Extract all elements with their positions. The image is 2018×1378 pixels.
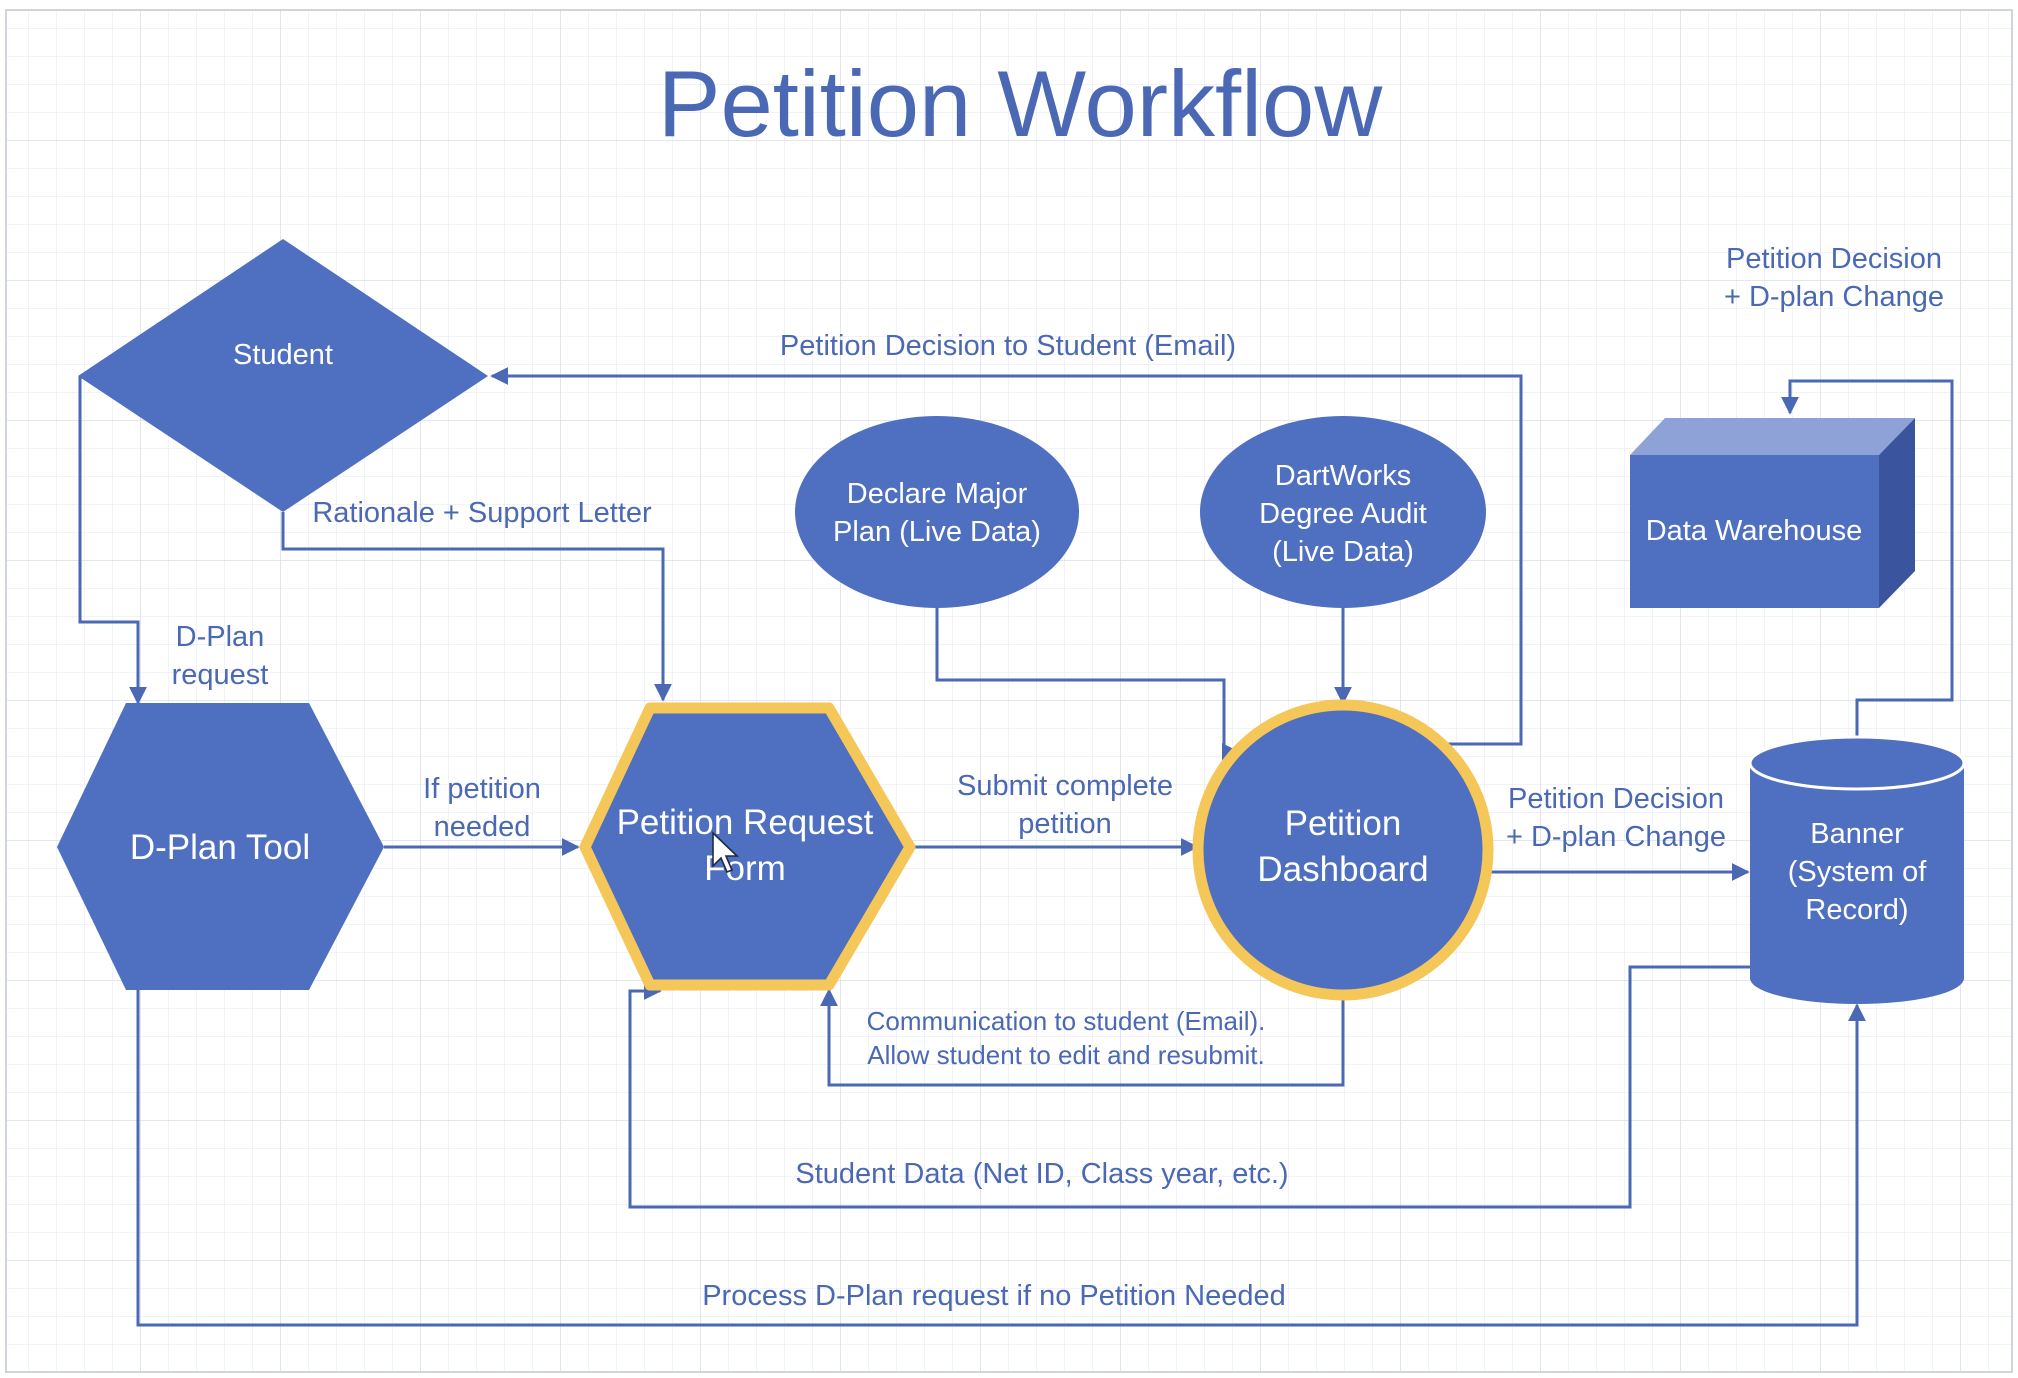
- svg-text:DartWorks: DartWorks: [1275, 460, 1411, 492]
- label-rationale: Rationale + Support Letter: [312, 497, 652, 529]
- connector-student-to-dplan: [78, 376, 147, 705]
- label-decision-to-banner: Petition Decision + D-plan Change: [1506, 783, 1726, 853]
- dartworks-node: DartWorks Degree Audit (Live Data): [1200, 416, 1486, 608]
- label-process-dplan: Process D-Plan request if no Petition Ne…: [702, 1280, 1286, 1312]
- svg-text:D-Plan: D-Plan: [176, 621, 265, 653]
- dplan-tool-node: D-Plan Tool: [57, 703, 384, 990]
- connector-dplan-to-banner: [136, 990, 1866, 1327]
- svg-text:Submit complete: Submit complete: [957, 770, 1173, 802]
- svg-text:Plan (Live Data): Plan (Live Data): [833, 516, 1041, 548]
- svg-text:Record): Record): [1805, 894, 1908, 926]
- svg-text:Student: Student: [233, 339, 333, 371]
- label-decision-to-student: Petition Decision to Student (Email): [780, 330, 1236, 362]
- svg-text:Data Warehouse: Data Warehouse: [1646, 515, 1863, 547]
- connector-dashboard-to-student: [490, 367, 1523, 746]
- svg-text:Dashboard: Dashboard: [1257, 850, 1428, 889]
- student-node: Student: [78, 239, 488, 512]
- banner-node: Banner (System of Record): [1748, 735, 1966, 1004]
- svg-text:Petition Request: Petition Request: [617, 803, 874, 842]
- svg-text:Petition Decision: Petition Decision: [1508, 783, 1724, 815]
- connector-banner-to-form: [628, 965, 1752, 1209]
- data-warehouse-node: Data Warehouse: [1630, 418, 1915, 608]
- connector-student-to-form: [281, 512, 672, 702]
- svg-text:+ D-plan Change: + D-plan Change: [1724, 281, 1944, 313]
- svg-text:petition: petition: [1018, 808, 1112, 840]
- svg-text:Petition: Petition: [1285, 804, 1402, 843]
- svg-text:Allow student to edit and resu: Allow student to edit and resubmit.: [867, 1040, 1264, 1070]
- svg-text:D-Plan Tool: D-Plan Tool: [130, 828, 310, 867]
- label-decision-to-warehouse: Petition Decision + D-plan Change: [1724, 243, 1944, 313]
- label-student-data: Student Data (Net ID, Class year, etc.): [795, 1158, 1288, 1190]
- grid-background: [5, 9, 2013, 1373]
- svg-text:(System of: (System of: [1788, 856, 1928, 888]
- connector-dashboard-to-form: [820, 988, 1345, 1087]
- svg-text:request: request: [172, 659, 269, 691]
- svg-text:Degree Audit: Degree Audit: [1259, 498, 1427, 530]
- svg-text:Communication to student (Emai: Communication to student (Email).: [867, 1006, 1266, 1036]
- svg-text:needed: needed: [434, 811, 531, 843]
- mouse-cursor-icon: [712, 831, 739, 874]
- label-communication: Communication to student (Email). Allow …: [867, 1006, 1266, 1070]
- label-if-petition: If petition needed: [423, 773, 541, 843]
- svg-text:(Live Data): (Live Data): [1272, 536, 1414, 568]
- connector-banner-to-warehouse: [1781, 379, 1954, 738]
- svg-text:Petition Decision: Petition Decision: [1726, 243, 1942, 275]
- label-submit-complete: Submit complete petition: [957, 770, 1173, 840]
- connector-declare-to-dashboard: [935, 608, 1240, 761]
- svg-text:Declare Major: Declare Major: [847, 478, 1028, 510]
- diagram-title: Petition Workflow: [658, 51, 1384, 156]
- declare-major-node: Declare Major Plan (Live Data): [795, 416, 1079, 608]
- svg-text:Banner: Banner: [1810, 818, 1904, 850]
- label-dplan-request: D-Plan request: [172, 621, 269, 691]
- svg-text:If petition: If petition: [423, 773, 541, 805]
- svg-text:+ D-plan Change: + D-plan Change: [1506, 821, 1726, 853]
- petition-dashboard-node: Petition Dashboard: [1192, 699, 1494, 1001]
- petition-request-form-node: Petition Request Form: [579, 702, 916, 991]
